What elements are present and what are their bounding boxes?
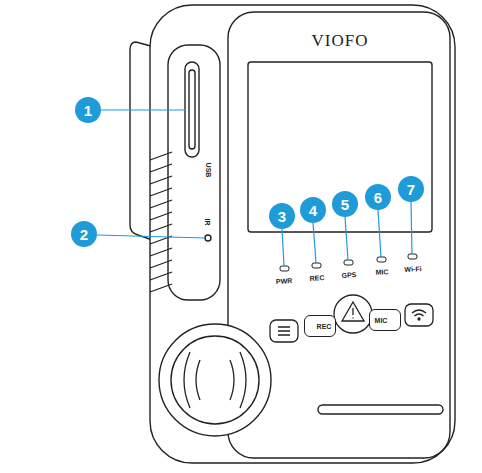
camera-body xyxy=(150,5,455,463)
wifi-button xyxy=(405,304,433,326)
port-label: USB xyxy=(205,163,212,178)
bottom-slot xyxy=(318,405,443,414)
leader-line xyxy=(345,217,348,260)
callout-text: 2 xyxy=(80,226,88,243)
callout-text: 5 xyxy=(341,196,349,213)
button-text: REC xyxy=(317,323,332,330)
leader-line xyxy=(101,109,186,110)
wifi-led xyxy=(408,254,417,259)
leader-line xyxy=(411,202,412,254)
leader-line xyxy=(313,223,316,263)
emergency-button xyxy=(334,295,372,333)
usb-port-inner xyxy=(189,70,195,149)
leader-line xyxy=(97,235,205,238)
mic-led xyxy=(377,257,386,262)
led-label: MIC xyxy=(375,268,388,276)
usb-port xyxy=(185,62,199,157)
callout-number: 1 xyxy=(75,97,101,123)
callout-number: 5 xyxy=(332,191,358,217)
led-label: REC xyxy=(309,274,324,282)
callout-number: 3 xyxy=(269,203,295,229)
speaker-grille xyxy=(184,352,246,408)
speaker-disc xyxy=(159,324,271,436)
menu-icon xyxy=(278,327,290,335)
wifi-dot xyxy=(418,318,420,320)
rec-button: REC xyxy=(304,315,336,337)
ir-sensor xyxy=(205,235,211,241)
sensor-label: IR xyxy=(204,219,211,226)
brand-name: VIOFO xyxy=(312,32,369,49)
callout-number: 7 xyxy=(398,176,424,202)
callout-number: 6 xyxy=(365,184,391,210)
callout-text: 7 xyxy=(407,181,415,198)
callout-text: 4 xyxy=(309,202,317,219)
wifi-icon xyxy=(412,310,426,316)
screen xyxy=(248,62,432,232)
leader-line xyxy=(282,229,284,266)
callout-text: 3 xyxy=(278,208,286,225)
leader-line xyxy=(378,210,381,257)
callout-number: 2 xyxy=(71,221,97,247)
led-label: PWR xyxy=(276,277,293,285)
vent-slits xyxy=(150,152,172,292)
warning-mark xyxy=(352,308,353,319)
pwr-led xyxy=(280,266,289,271)
callout-text: 6 xyxy=(374,189,382,206)
menu-button xyxy=(270,320,298,342)
button-text: MIC xyxy=(375,317,388,324)
led-label: Wi-Fi xyxy=(404,265,421,273)
led-label: GPS xyxy=(341,271,356,279)
speaker-ring xyxy=(171,336,259,424)
mic-button: MIC xyxy=(369,309,401,331)
rec-led xyxy=(312,263,321,268)
side-panel xyxy=(168,45,220,300)
callout-number: 4 xyxy=(300,197,326,223)
warning-icon xyxy=(342,302,364,321)
gps-led xyxy=(344,260,353,265)
callout-text: 1 xyxy=(84,102,92,119)
